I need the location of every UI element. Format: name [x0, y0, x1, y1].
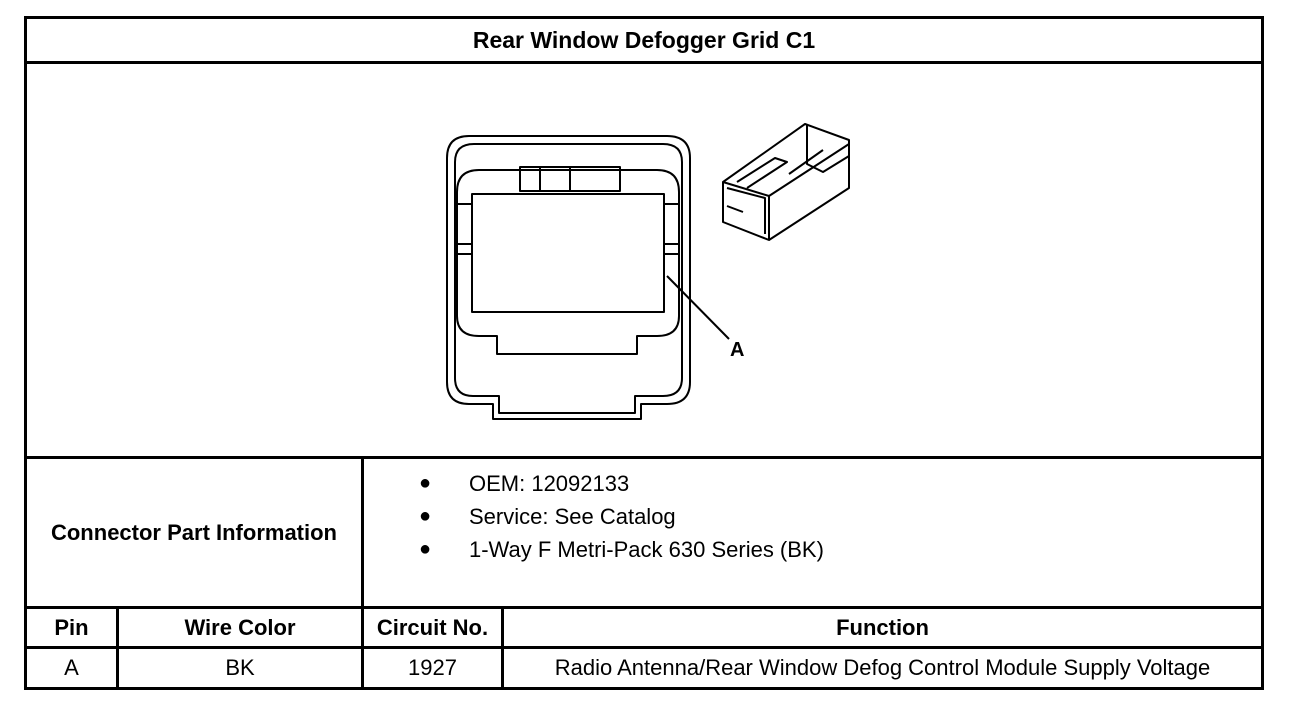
list-item: ● 1-Way F Metri-Pack 630 Series (BK): [364, 533, 1261, 566]
table-row: A BK 1927 Radio Antenna/Rear Window Defo…: [27, 649, 1261, 687]
list-item: ● OEM: 12092133: [364, 467, 1261, 500]
connector-sheet: Rear Window Defogger Grid C1 A: [24, 16, 1264, 690]
connector-part-info: Connector Part Information ● OEM: 120921…: [27, 459, 1261, 609]
cell-circuit-no: 1927: [364, 649, 504, 687]
bullet-icon: ●: [419, 472, 432, 494]
header-pin: Pin: [27, 609, 119, 646]
connector-part-info-list: ● OEM: 12092133 ● Service: See Catalog ●…: [364, 459, 1261, 614]
connector-part-info-label: Connector Part Information: [27, 459, 364, 606]
part-info-service: Service: See Catalog: [469, 504, 676, 529]
connector-face-drawing: [446, 135, 730, 420]
header-circuit-no: Circuit No.: [364, 609, 504, 646]
cell-wire-color: BK: [119, 649, 364, 687]
bullet-icon: ●: [419, 505, 432, 527]
pin-a-callout: A: [730, 339, 744, 361]
part-info-series: 1-Way F Metri-Pack 630 Series (BK): [469, 537, 824, 562]
connector-diagram: A: [446, 123, 850, 420]
connector-diagram-area: A: [27, 64, 1261, 459]
cell-function: Radio Antenna/Rear Window Defog Control …: [554, 655, 1211, 680]
bullet-icon: ●: [419, 538, 432, 560]
header-function: Function: [836, 614, 929, 640]
header-wire-color: Wire Color: [119, 609, 364, 646]
pin-table-header: Pin Wire Color Circuit No. Function: [27, 609, 1261, 649]
connector-isometric-drawing: [722, 123, 850, 241]
part-info-oem: OEM: 12092133: [469, 471, 630, 496]
list-item: ● Service: See Catalog: [364, 500, 1261, 533]
page-title: Rear Window Defogger Grid C1: [27, 19, 1261, 64]
cell-pin: A: [27, 649, 119, 687]
